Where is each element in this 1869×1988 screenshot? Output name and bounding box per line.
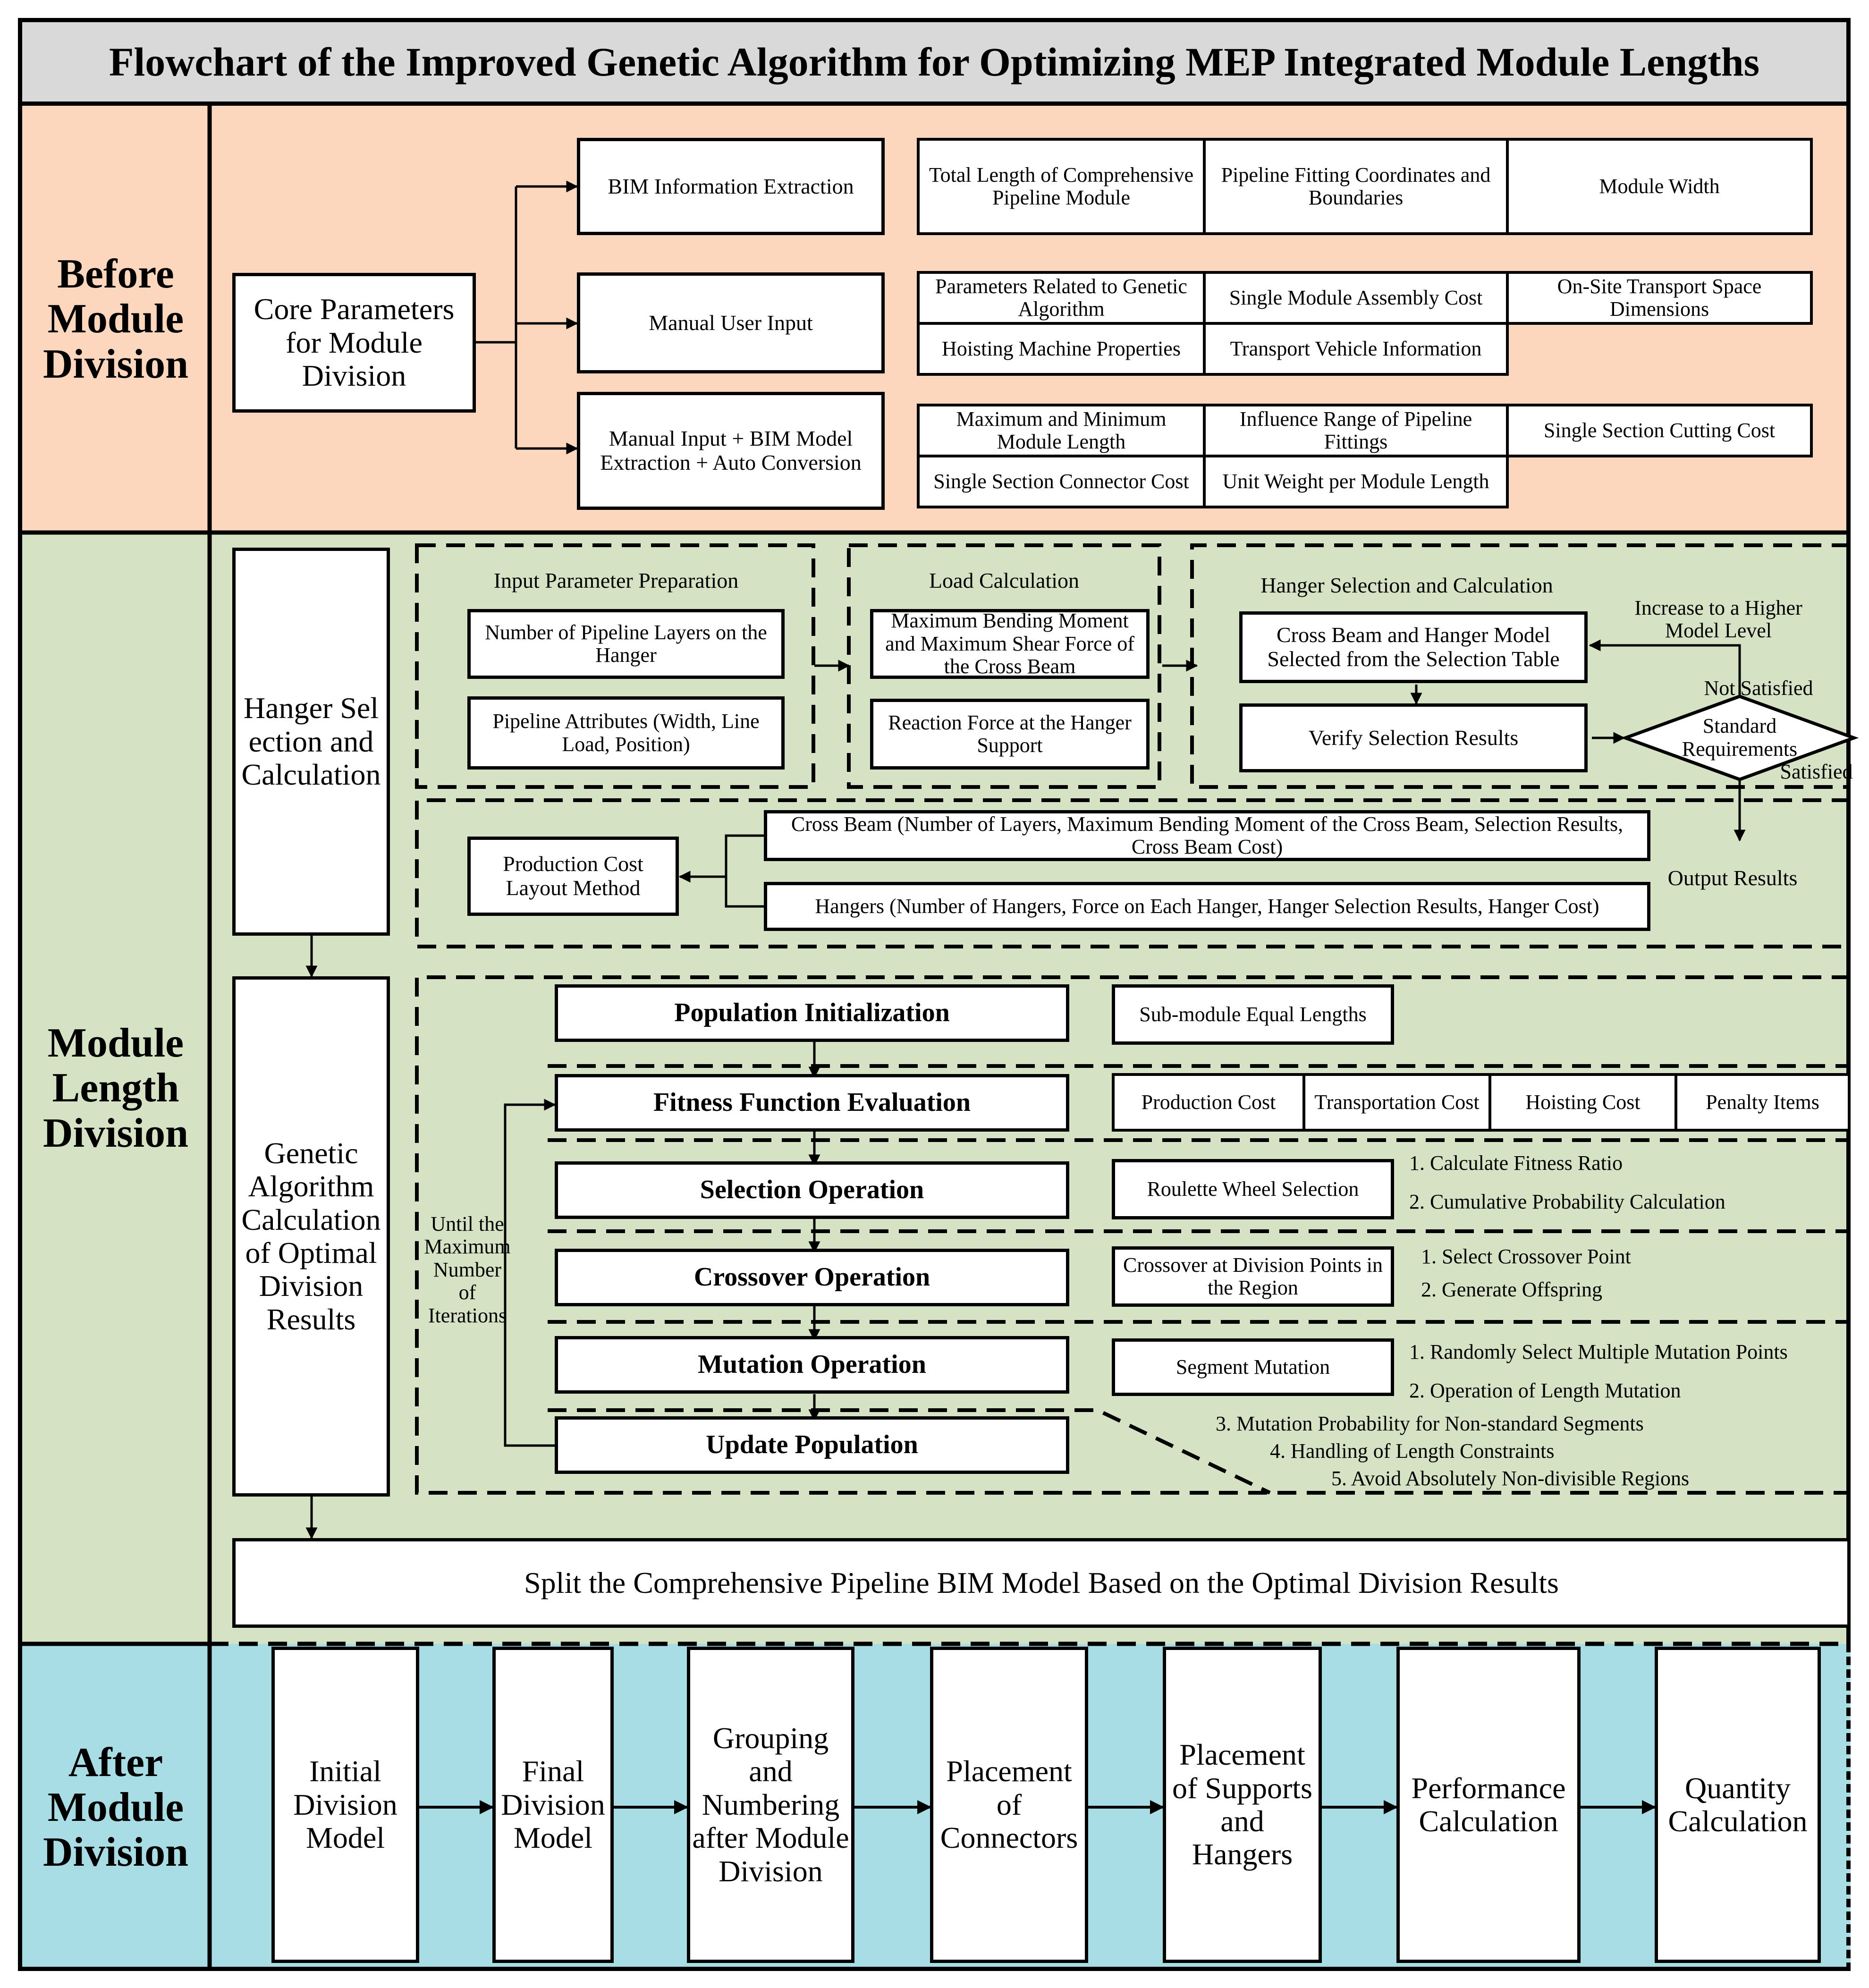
mixed-item-unit-weight: Unit Weight per Module Length <box>1203 455 1509 508</box>
manual-item-ga-params: Parameters Related to Genetic Algorithm <box>917 271 1206 325</box>
after-grouping-numbering: Grouping and Numbering after Module Divi… <box>687 1647 854 1963</box>
after-performance-calculation: Performance Calculation <box>1396 1647 1581 1963</box>
load-calculation-title: Load Calculation <box>929 568 1080 592</box>
step-crossover-operation: Crossover Operation <box>555 1249 1069 1306</box>
section-module-label: Module Length Division <box>42 1020 189 1156</box>
input-pipeline-layers: Number of Pipeline Layers on the Hanger <box>467 609 785 679</box>
after-quantity-calculation: Quantity Calculation <box>1655 1647 1821 1963</box>
page-title: Flowchart of the Improved Genetic Algori… <box>109 39 1760 85</box>
input-pipeline-attributes: Pipeline Attributes (Width, Line Load, P… <box>467 696 785 770</box>
section-before-label: Before Module Division <box>42 251 189 387</box>
cross-beam-output-box: Cross Beam (Number of Layers, Maximum Be… <box>764 810 1650 861</box>
selection-note-2: 2. Cumulative Probability Calculation <box>1409 1190 1725 1213</box>
hanger-main-box: Hanger Selection and Calculation <box>232 548 390 936</box>
roulette-selection-box: Roulette Wheel Selection <box>1112 1159 1394 1219</box>
output-results-label: Output Results <box>1667 865 1798 890</box>
crossover-note-1: 1. Select Crossover Point <box>1421 1245 1631 1268</box>
mutation-note-4: 4. Handling of Length Constraints <box>1270 1439 1555 1463</box>
ga-main-box: Genetic Algorithm Calculation of Optimal… <box>232 976 390 1497</box>
standard-requirements-label: Standard Requirements <box>1682 714 1798 761</box>
mixed-item-connector-cost: Single Section Connector Cost <box>917 455 1206 508</box>
manual-bim-box: Manual Input + BIM Model Extraction + Au… <box>577 392 885 510</box>
manual-input-box: Manual User Input <box>577 272 885 373</box>
step-selection-operation: Selection Operation <box>555 1161 1069 1219</box>
manual-item-hoisting-machine: Hoisting Machine Properties <box>917 322 1206 376</box>
verify-selection-box: Verify Selection Results <box>1239 703 1588 772</box>
title-bar <box>18 18 1851 106</box>
step-population-initialization: Population Initialization <box>555 984 1069 1042</box>
mixed-item-module-length: Maximum and Minimum Module Length <box>917 404 1206 457</box>
crossover-note-2: 2. Generate Offspring <box>1421 1278 1603 1301</box>
step-mutation-operation: Mutation Operation <box>555 1336 1069 1394</box>
manual-item-assembly-cost: Single Module Assembly Cost <box>1203 271 1509 325</box>
mutation-note-5: 5. Avoid Absolutely Non-divisible Region… <box>1331 1467 1690 1490</box>
hangers-output-box: Hangers (Number of Hangers, Force on Eac… <box>764 882 1650 931</box>
mixed-item-fitting-range: Influence Range of Pipeline Fittings <box>1203 404 1509 457</box>
increase-model-level-label: Increase to a Higher Model Level <box>1634 596 1802 642</box>
mutation-note-2: 2. Operation of Length Mutation <box>1409 1379 1681 1402</box>
section-after-label: After Module Division <box>42 1739 189 1876</box>
cross-beam-selection-box: Cross Beam and Hanger Model Selected fro… <box>1239 611 1588 683</box>
step-update-population: Update Population <box>555 1416 1069 1474</box>
manual-item-transport-space: On-Site Transport Space Dimensions <box>1506 271 1813 325</box>
after-initial-division-model: Initial Division Model <box>271 1647 419 1963</box>
mutation-note-3: 3. Mutation Probability for Non-standard… <box>1216 1412 1644 1435</box>
after-placement-supports: Placement of Supports and Hangers <box>1163 1647 1322 1963</box>
mutation-note-1: 1. Randomly Select Multiple Mutation Poi… <box>1409 1340 1788 1363</box>
selection-note-1: 1. Calculate Fitness Ratio <box>1409 1151 1623 1175</box>
split-model-box: Split the Comprehensive Pipeline BIM Mod… <box>232 1538 1851 1628</box>
bim-item-total-length: Total Length of Comprehensive Pipeline M… <box>917 138 1206 235</box>
after-placement-connectors: Placement of Connectors <box>930 1647 1088 1963</box>
hanger-selection-title: Hanger Selection and Calculation <box>1260 573 1553 597</box>
not-satisfied-label: Not Satisfied <box>1704 676 1813 700</box>
init-equal-lengths-box: Sub-module Equal Lengths <box>1112 984 1394 1045</box>
manual-item-transport-vehicle: Transport Vehicle Information <box>1203 322 1509 376</box>
load-bending-moment: Maximum Bending Moment and Maximum Shear… <box>870 609 1150 679</box>
fitness-transportation-cost: Transportation Cost <box>1302 1073 1491 1132</box>
crossover-division-points-box: Crossover at Division Points in the Regi… <box>1112 1246 1394 1307</box>
bim-extraction-box: BIM Information Extraction <box>577 138 885 235</box>
fitness-production-cost: Production Cost <box>1112 1073 1305 1132</box>
fitness-hoisting-cost: Hoisting Cost <box>1488 1073 1677 1132</box>
mixed-item-cutting-cost: Single Section Cutting Cost <box>1506 404 1813 457</box>
loop-iterations-label: Until the Maximum Number of Iterations <box>424 1212 511 1327</box>
load-reaction-force: Reaction Force at the Hanger Support <box>870 699 1150 770</box>
satisfied-label: Satisfied <box>1780 760 1853 783</box>
bim-item-fitting-coordinates: Pipeline Fitting Coordinates and Boundar… <box>1203 138 1509 235</box>
standard-requirements-diamond <box>1620 694 1859 781</box>
input-parameter-title: Input Parameter Preparation <box>493 568 739 592</box>
fitness-penalty-items: Penalty Items <box>1674 1073 1851 1132</box>
after-final-division-model: Final Division Model <box>492 1647 614 1963</box>
bim-item-module-width: Module Width <box>1506 138 1813 235</box>
step-fitness-evaluation: Fitness Function Evaluation <box>555 1074 1069 1132</box>
production-cost-layout-box: Production Cost Layout Method <box>467 837 679 916</box>
segment-mutation-box: Segment Mutation <box>1112 1338 1394 1396</box>
core-parameters-box: Core Parameters for Module Division <box>232 273 476 413</box>
